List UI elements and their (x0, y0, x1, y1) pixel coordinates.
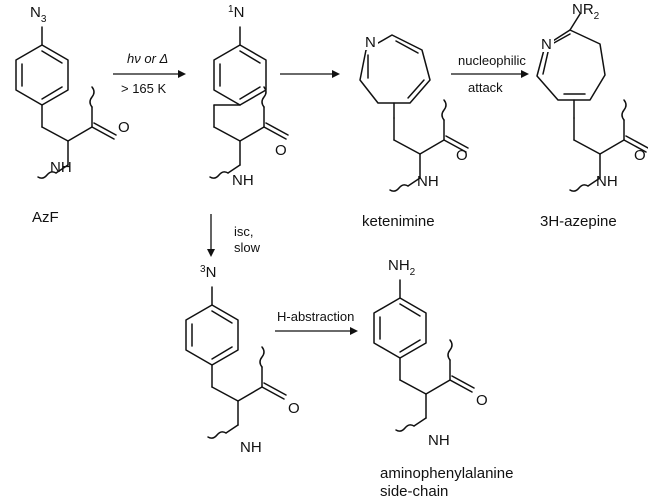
arrow-activation-below: > 165 K (121, 81, 167, 96)
singlet-nitrene-carbonyl-o: O (275, 142, 287, 159)
azf-carbonyl-o: O (118, 119, 130, 136)
arrow-activation-above: hν or Δ (127, 51, 168, 66)
arrow-nucleophilic-below: attack (468, 80, 503, 95)
azf-azide-label: N3 (30, 4, 47, 25)
ketenimine-amine: NH (417, 173, 439, 190)
ketenimine-structure: N O NH ketenimine (359, 34, 469, 230)
azf-structure: N3 O NH AzF (15, 4, 130, 226)
arrow-isc-line1: isc, (234, 224, 254, 239)
azepine-caption: 3H-azepine (540, 213, 617, 230)
aminophenylalanine-carbonyl-o: O (476, 392, 488, 409)
aminophenylalanine-caption-line1: aminophenylalanine (380, 465, 513, 482)
triplet-nitrene-amine: NH (240, 439, 262, 456)
azepine-amine: NH (596, 173, 618, 190)
triplet-nitrene-carbonyl-o: O (288, 400, 300, 417)
azf-amine: NH (50, 159, 72, 176)
aminophenylalanine-caption-line2: side-chain (380, 483, 448, 500)
ketenimine-carbonyl-o: O (456, 147, 468, 164)
azf-caption: AzF (32, 209, 59, 226)
singlet-nitrene-amine: NH (232, 172, 254, 189)
arrow-nucleophilic-above: nucleophilic (458, 53, 526, 68)
triplet-nitrene-structure: 3N O NH (185, 264, 300, 456)
azepine-carbonyl-o: O (634, 147, 646, 164)
ketenimine-caption: ketenimine (362, 213, 435, 230)
aminophenylalanine-amine: NH (428, 432, 450, 449)
azepine-structure: N NR2 O NH 3H-azepine (536, 1, 648, 230)
azepine-ring-n: N (541, 36, 552, 53)
ketenimine-ring-n: N (365, 34, 376, 51)
triplet-nitrene-label: 3N (200, 264, 216, 281)
singlet-nitrene-label: 1N (228, 4, 244, 21)
azepine-substituent: NR2 (572, 1, 600, 22)
arrow-nucleophilic: nucleophilic attack (451, 53, 529, 95)
arrow-h-abstraction-above: H-abstraction (277, 309, 354, 324)
arrow-isc: isc, slow (207, 214, 261, 257)
arrow-ring-expansion (280, 70, 340, 78)
singlet-nitrene-structure: 1N O NH (209, 4, 289, 189)
arrow-isc-line2: slow (234, 240, 261, 255)
aminophenylalanine-structure: NH2 O NH aminophenylalanine side-chain (373, 257, 513, 500)
aminophenylalanine-amino-group: NH2 (388, 257, 416, 278)
arrow-h-abstraction: H-abstraction (275, 309, 358, 335)
arrow-activation: hν or Δ > 165 K (113, 51, 186, 96)
